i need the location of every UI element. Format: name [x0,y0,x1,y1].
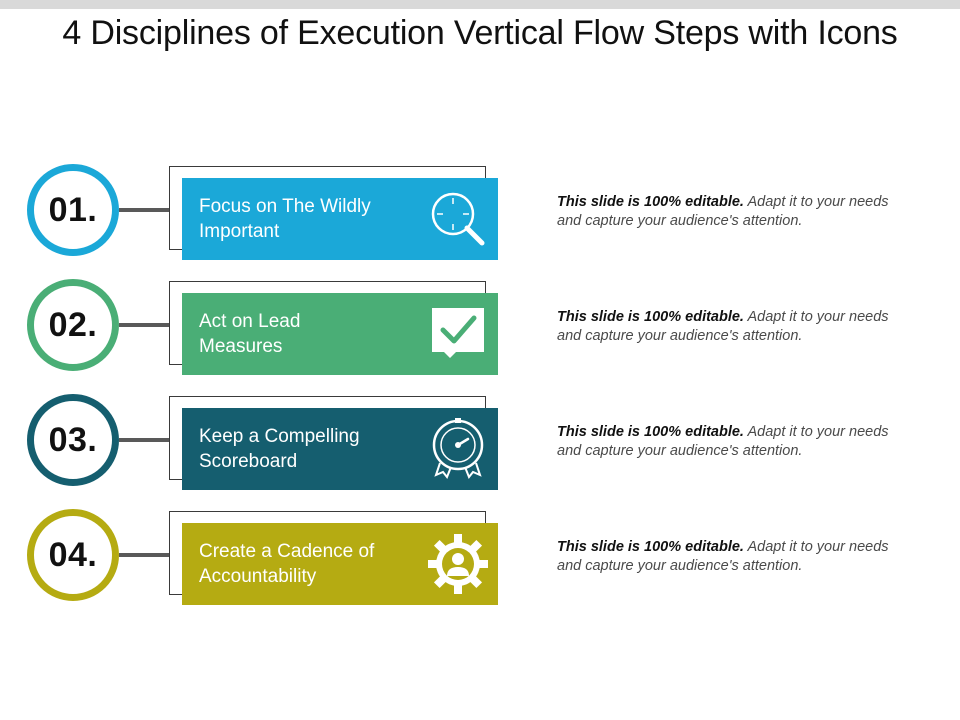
step-card: Keep a Compelling Scoreboard [182,408,498,490]
bracket-frame [169,511,486,595]
step-label: Create a Cadence of Accountability [199,539,419,589]
bracket-frame [169,281,486,365]
step-number: 04. [48,535,98,574]
bracket-tick [485,166,486,178]
step-row-3: 03. Keep a Compelling Scoreboard This sl… [0,394,960,494]
step-description: This slide is 100% editable. Adapt it to… [557,193,937,231]
checkmark-bubble-icon [432,308,484,358]
bracket-frame [169,396,486,480]
step-description: This slide is 100% editable. Adapt it to… [557,308,937,346]
step-description: This slide is 100% editable. Adapt it to… [557,538,937,576]
step-number-circle: 02. [27,279,119,371]
bracket-bottom [169,249,183,250]
desc-text: Adapt it to your needs [747,309,889,325]
step-label-line: Scoreboard [199,451,298,472]
step-number: 02. [48,305,98,344]
bracket-tick [485,281,486,293]
step-label: Act on Lead Measures [199,309,419,359]
desc-text: Adapt it to your needs [747,539,889,555]
desc-text: Adapt it to your needs [747,194,889,210]
step-description: This slide is 100% editable. Adapt it to… [557,423,937,461]
step-number-circle: 01. [27,164,119,256]
desc-bold: This slide is 100% editable. [557,424,744,440]
step-card: Act on Lead Measures [182,293,498,375]
gauge-badge-icon [432,418,484,479]
desc-text: and capture your audience's attention. [557,558,803,574]
bracket-bottom [169,594,183,595]
step-label-line: Keep a Compelling [199,426,360,447]
desc-text: Adapt it to your needs [747,424,889,440]
bracket-tick [485,396,486,408]
step-number-circle: 03. [27,394,119,486]
step-number: 03. [48,420,98,459]
desc-text: and capture your audience's attention. [557,328,803,344]
top-bar [0,0,960,9]
connector-line [119,438,169,442]
desc-text: and capture your audience's attention. [557,213,803,229]
step-label-line: Create a Cadence of [199,541,375,562]
page-title: 4 Disciplines of Execution Vertical Flow… [62,14,898,52]
bracket-bottom [169,479,183,480]
step-label-line: Focus on The Wildly [199,196,371,217]
connector-line [119,553,169,557]
desc-bold: This slide is 100% editable. [557,539,744,555]
step-label-line: Measures [199,336,283,357]
step-number-circle: 04. [27,509,119,601]
step-row-4: 04. Create a Cadence of Accountability [0,509,960,609]
desc-text: and capture your audience's attention. [557,443,803,459]
desc-bold: This slide is 100% editable. [557,309,744,325]
connector-line [119,208,169,212]
step-card: Focus on The Wildly Important [182,178,498,260]
connector-line [119,323,169,327]
step-label-line: Act on Lead [199,311,301,332]
step-label-line: Accountability [199,566,317,587]
step-row-1: 01. Focus on The Wildly Important This s… [0,164,960,264]
step-label-line: Important [199,221,280,242]
step-row-2: 02. Act on Lead Measures This slide is 1… [0,279,960,379]
magnifier-target-icon [431,192,485,246]
step-label: Focus on The Wildly Important [199,194,419,244]
bracket-frame [169,166,486,250]
bracket-bottom [169,364,183,365]
gear-person-icon [428,534,488,594]
step-label: Keep a Compelling Scoreboard [199,424,419,474]
desc-bold: This slide is 100% editable. [557,194,744,210]
step-card: Create a Cadence of Accountability [182,523,498,605]
bracket-tick [485,511,486,523]
step-number: 01. [48,190,98,229]
